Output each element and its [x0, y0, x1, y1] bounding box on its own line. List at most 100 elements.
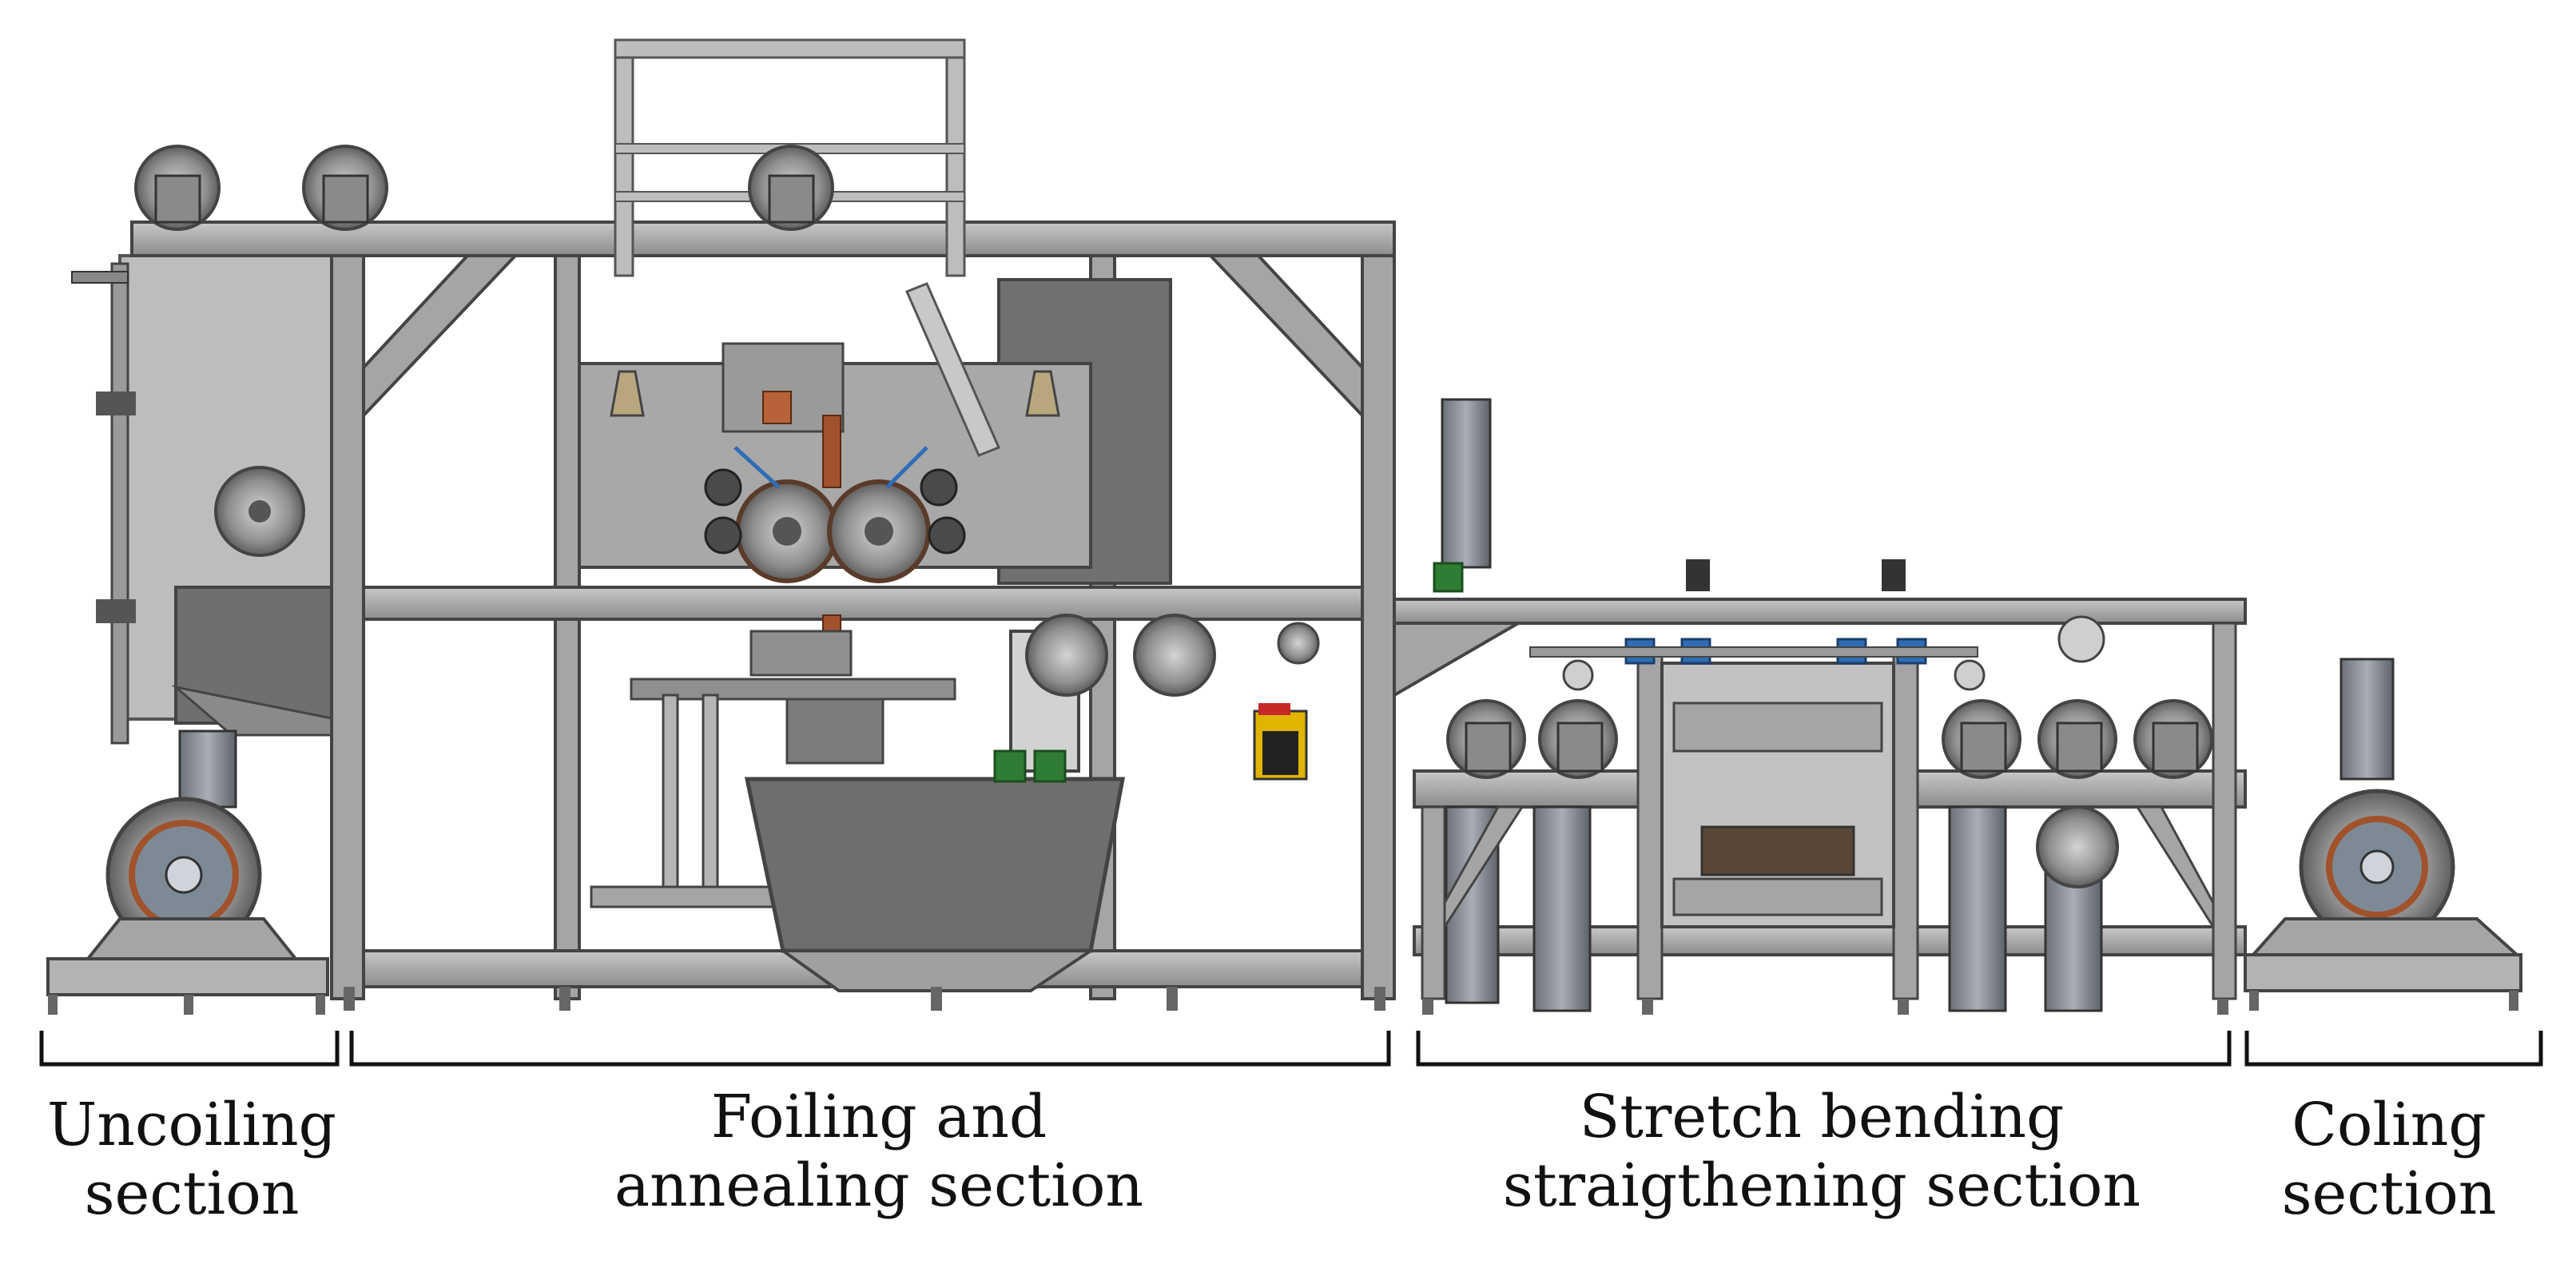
uncoiling-foot-plate	[46, 957, 329, 996]
top-roller-2	[302, 145, 388, 231]
stretch-connector	[1393, 622, 1525, 698]
gear-roller-right	[920, 468, 958, 507]
stretch-tall-motor-green-1	[1433, 562, 1464, 593]
label-coiling-line1: Coling	[2292, 1091, 2487, 1159]
stretch-top-rail	[1393, 598, 2247, 625]
uncoiling-motor	[178, 729, 237, 809]
coiling-base	[2249, 917, 2522, 956]
green-coupling-2	[1033, 749, 1067, 783]
lower-hopper-bottom	[777, 949, 1096, 992]
green-coupling-1	[993, 749, 1027, 783]
cone-right	[1025, 370, 1060, 417]
uncoiling-base	[84, 917, 300, 960]
middle-beam	[362, 586, 1364, 621]
stretch-roller-5	[2133, 699, 2213, 779]
label-coiling-section: Coling section	[2221, 1091, 2557, 1228]
main-drum-right-hub	[865, 517, 893, 546]
label-coiling-line2: section	[2281, 1159, 2497, 1228]
stretch-motor-3	[1948, 805, 2007, 1012]
stretch-foot-4	[2217, 999, 2228, 1015]
pipe-frame-left	[614, 42, 634, 277]
label-stretch-line1: Stretch bending	[1579, 1083, 2065, 1151]
lower-press-block	[749, 630, 853, 677]
gear-roller-left	[704, 468, 742, 507]
stretch-small-roller-1	[1562, 659, 1594, 691]
foiling-foot-5	[1374, 987, 1385, 1011]
pipe-frame-top	[614, 38, 966, 59]
gear-roller-left-2	[704, 516, 742, 554]
label-foiling-section: Foiling and annealing section	[559, 1083, 1199, 1220]
stretch-section	[1393, 398, 2247, 1015]
brace-left	[362, 254, 519, 420]
stretch-tall-motor	[1441, 398, 1492, 569]
uncoiling-foot-1	[48, 995, 58, 1015]
lower-hopper	[744, 777, 1126, 953]
uncoiling-foot-2	[184, 995, 193, 1015]
label-uncoiling-line2: section	[84, 1159, 300, 1228]
main-drum-left-hub	[773, 517, 801, 546]
stretch-small-roller-3	[2057, 615, 2105, 663]
coiling-foot-1	[2249, 991, 2259, 1011]
foiling-foot-2	[559, 987, 570, 1011]
blue-wire-right	[885, 446, 928, 489]
bracket-foiling	[349, 1031, 1391, 1067]
lower-press-plate	[630, 678, 956, 701]
stretch-leg-2	[1636, 654, 1664, 1000]
uncoiling-handle-3	[96, 599, 136, 623]
uncoiling-coil-hub	[165, 856, 203, 894]
stretch-roller-2	[1538, 699, 1618, 779]
column-left	[330, 254, 365, 1000]
label-stretch-line2: straigthening section	[1502, 1151, 2141, 1220]
stretch-brace-left	[1443, 805, 1525, 932]
label-uncoiling-section: Uncoiling section	[24, 1091, 360, 1228]
cylinder-2	[702, 694, 719, 888]
stretch-foot-2	[1642, 999, 1653, 1015]
copper-block	[762, 391, 792, 424]
uncoiling-foot-3	[316, 995, 325, 1015]
uncoiling-side-rail	[110, 262, 129, 745]
stretch-leg-1	[1421, 805, 1446, 1000]
stretch-motor-drum	[2036, 805, 2119, 888]
press-upper-plate	[1672, 702, 1883, 753]
label-foiling-line2: annealing section	[614, 1151, 1144, 1220]
blue-wire-left	[733, 446, 781, 489]
mid-roller-1	[1025, 614, 1108, 697]
stretch-leg-3	[1892, 654, 1919, 1000]
top-roller-1	[134, 145, 221, 231]
stretch-foot-1	[1422, 999, 1433, 1015]
uncoiling-guide-hub	[248, 500, 271, 523]
foiling-section	[130, 38, 1396, 1011]
mid-roller-3	[1277, 622, 1320, 665]
uncoiling-handle-1	[71, 271, 129, 284]
brace-right	[1207, 254, 1364, 420]
cylinder-1	[662, 694, 679, 888]
cone-left	[610, 370, 645, 417]
section-brackets	[39, 1031, 2543, 1067]
top-beam	[130, 221, 1396, 257]
bracket-stretch	[1416, 1031, 2232, 1067]
coiling-coil-hub	[2359, 849, 2395, 884]
stretch-small-roller-2	[1954, 659, 1986, 691]
stretch-foot-3	[1898, 999, 1909, 1015]
stretch-motor-2	[1532, 805, 1592, 1012]
label-stretch-section: Stretch bending straigthening section	[1462, 1083, 2181, 1220]
column-right	[1361, 254, 1396, 1000]
mid-roller-2	[1133, 614, 1216, 697]
label-foiling-line1: Foiling and	[710, 1083, 1047, 1151]
column-mid-1	[554, 254, 581, 1000]
coiling-motor	[2339, 658, 2395, 781]
press-brown-block	[1700, 825, 1855, 876]
foiling-foot-4	[1167, 987, 1178, 1011]
gear-roller-right-2	[928, 516, 966, 554]
bracket-coiling	[2244, 1031, 2543, 1067]
top-roller-3	[748, 145, 834, 231]
stretch-roller-3	[1942, 699, 2021, 779]
yellow-pump-inner	[1262, 731, 1298, 775]
clamp-2	[1882, 559, 1906, 591]
clamp-1	[1686, 559, 1710, 591]
stretch-roller-1	[1446, 699, 1526, 779]
coiling-foot-plate	[2244, 953, 2522, 992]
stretch-roller-4	[2037, 699, 2117, 779]
copper-spring-top	[822, 415, 841, 488]
